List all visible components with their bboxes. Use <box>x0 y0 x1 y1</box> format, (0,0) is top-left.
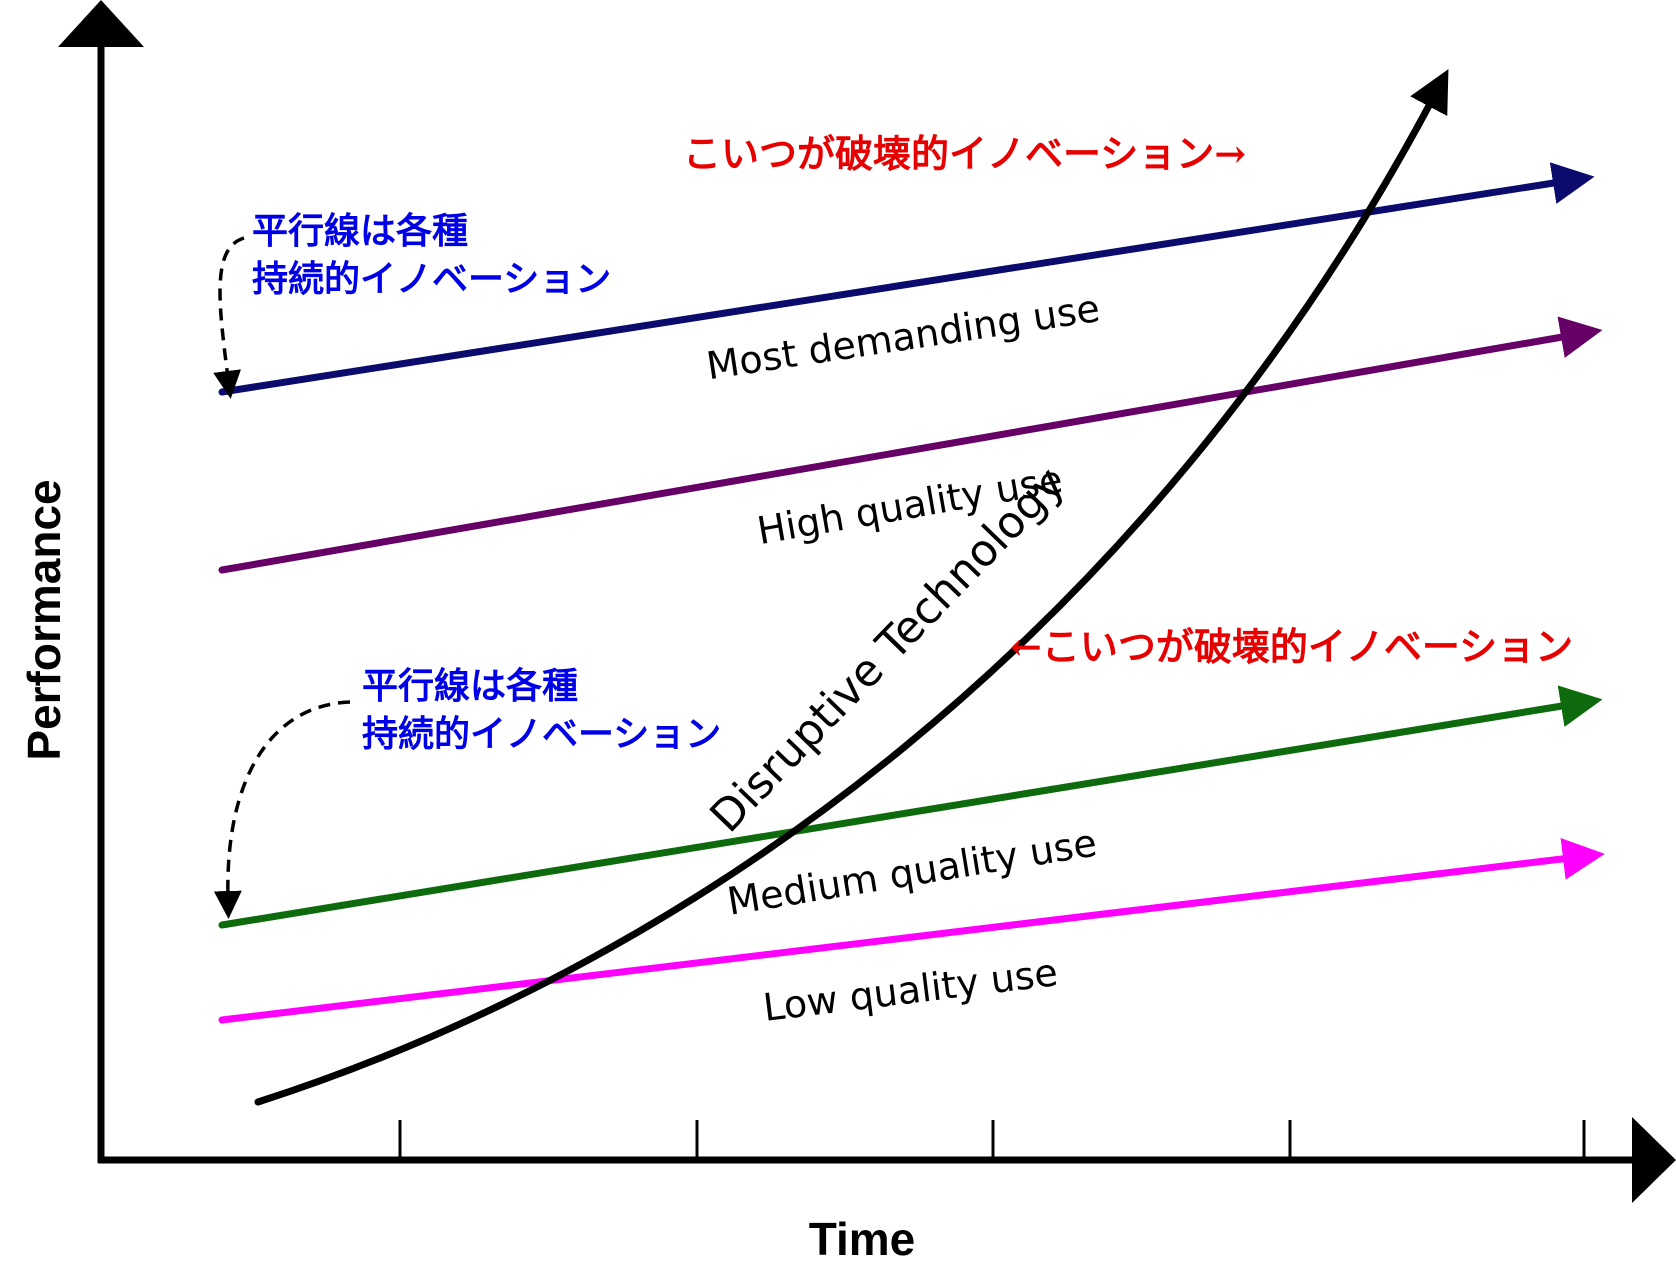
y-axis-title: Performance <box>18 479 70 760</box>
annotation-text: 持続的イノベーション <box>252 258 611 300</box>
annotation-disruptive-mid: ←こいつが破壊的イノベーション <box>1010 624 1573 669</box>
x-axis-title: Time <box>809 1213 916 1265</box>
annotation-text: 持続的イノベーション <box>362 713 721 755</box>
axes: Time Performance <box>18 0 1676 1265</box>
annotation-text: 平行線は各種 <box>362 665 578 707</box>
trajectory-line-medium <box>218 685 1603 929</box>
trajectory-line-most-demanding <box>218 162 1595 396</box>
trajectory-line-low <box>218 837 1605 1024</box>
trajectory-line-high <box>218 316 1603 574</box>
trajectory-label-most-demanding: Most demanding use <box>704 286 1103 388</box>
x-axis-arrowhead <box>1632 1117 1676 1203</box>
dashed-arrow <box>213 700 351 919</box>
trajectory-label-low: Low quality use <box>761 950 1060 1030</box>
trajectory-high: High quality use <box>218 316 1603 574</box>
dashed-arrow <box>213 236 245 399</box>
annotation-sustaining-top: 平行線は各種 持続的イノベーション <box>213 210 611 399</box>
annotation-disruptive-top: こいつが破壊的イノベーション→ <box>683 131 1246 176</box>
annotation-text: 平行線は各種 <box>252 210 468 252</box>
annotation-sustaining-bottom: 平行線は各種 持続的イノベーション <box>213 665 721 919</box>
disruptive-curve <box>254 69 1449 1106</box>
y-axis-arrowhead <box>58 0 144 47</box>
